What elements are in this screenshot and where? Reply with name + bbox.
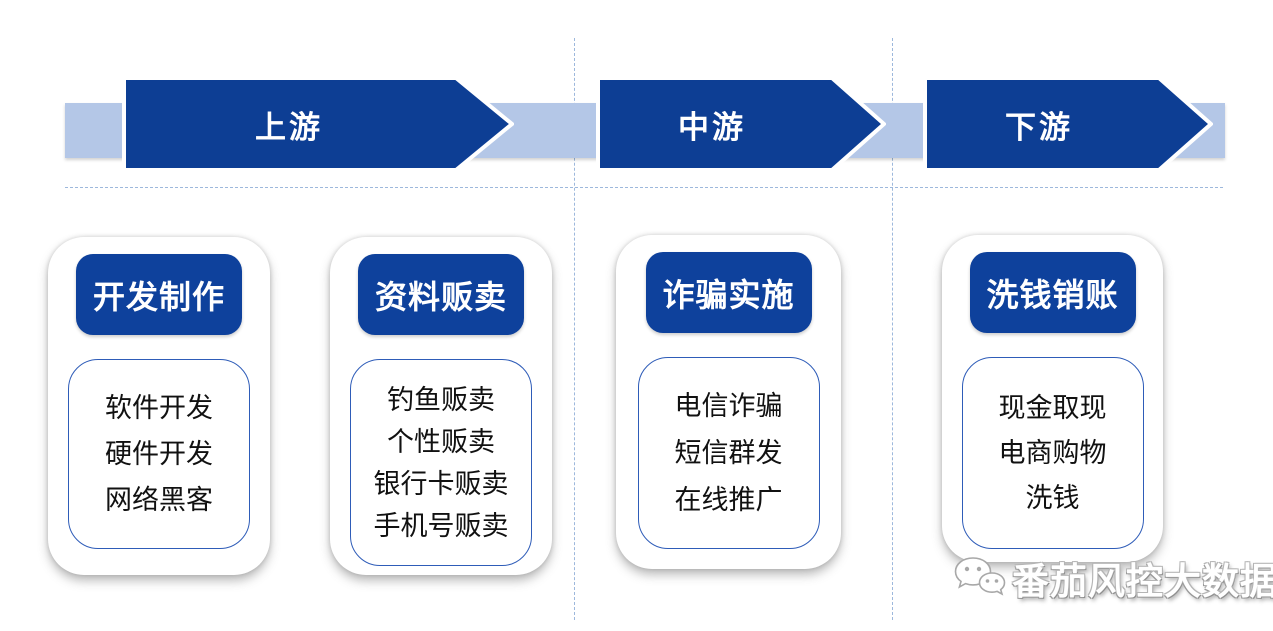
stage-arrow-downstream: 下游	[923, 76, 1213, 172]
card-item: 短信群发	[674, 437, 783, 468]
card-title-badge: 开发制作	[76, 254, 242, 335]
arrow-right-icon	[122, 76, 514, 172]
card-item-list: 电信诈骗短信群发在线推广	[637, 357, 820, 549]
card-money-laundering: 洗钱销账 现金取现电商购物洗钱	[942, 235, 1163, 562]
wechat-icon	[954, 557, 1006, 596]
card-development: 开发制作 软件开发硬件开发网络黑客	[48, 237, 270, 575]
card-item: 网络黑客	[105, 485, 213, 515]
stage-label: 上游	[255, 109, 323, 145]
card-item: 洗钱	[1025, 482, 1080, 513]
watermark: 番茄风控大数据	[952, 551, 1273, 605]
card-title-badge: 资料贩卖	[358, 254, 524, 335]
card-item: 手机号贩卖	[373, 510, 509, 541]
card-item: 硬件开发	[105, 439, 213, 469]
card-item: 软件开发	[105, 393, 213, 423]
card-item: 钓鱼贩卖	[387, 384, 495, 415]
vertical-guide-line-2	[892, 38, 893, 620]
card-item: 个性贩卖	[387, 426, 495, 457]
card-item: 电商购物	[998, 437, 1107, 468]
card-data-selling: 资料贩卖 钓鱼贩卖个性贩卖银行卡贩卖手机号贩卖	[330, 237, 552, 575]
card-item: 电信诈骗	[674, 390, 783, 421]
card-item-list: 钓鱼贩卖个性贩卖银行卡贩卖手机号贩卖	[350, 359, 532, 566]
card-item: 在线推广	[674, 484, 783, 515]
card-item-list: 现金取现电商购物洗钱	[961, 357, 1144, 549]
horizontal-guide-line	[65, 187, 1223, 188]
arrow-right-icon	[923, 76, 1213, 172]
stage-label: 中游	[678, 109, 746, 145]
arrow-right-icon	[596, 76, 886, 172]
card-title-badge: 诈骗实施	[645, 252, 812, 333]
card-title-badge: 洗钱销账	[969, 252, 1136, 333]
stage-arrow-upstream: 上游	[122, 76, 514, 172]
watermark-text: 番茄风控大数据	[1012, 561, 1273, 602]
stage-arrow-midstream: 中游	[596, 76, 886, 172]
card-item-list: 软件开发硬件开发网络黑客	[68, 359, 250, 549]
card-fraud-execution: 诈骗实施 电信诈骗短信群发在线推广	[616, 235, 841, 569]
stage-label: 下游	[1005, 109, 1073, 145]
vertical-guide-line-1	[574, 38, 575, 620]
card-item: 银行卡贩卖	[373, 468, 509, 499]
card-item: 现金取现	[998, 392, 1107, 423]
